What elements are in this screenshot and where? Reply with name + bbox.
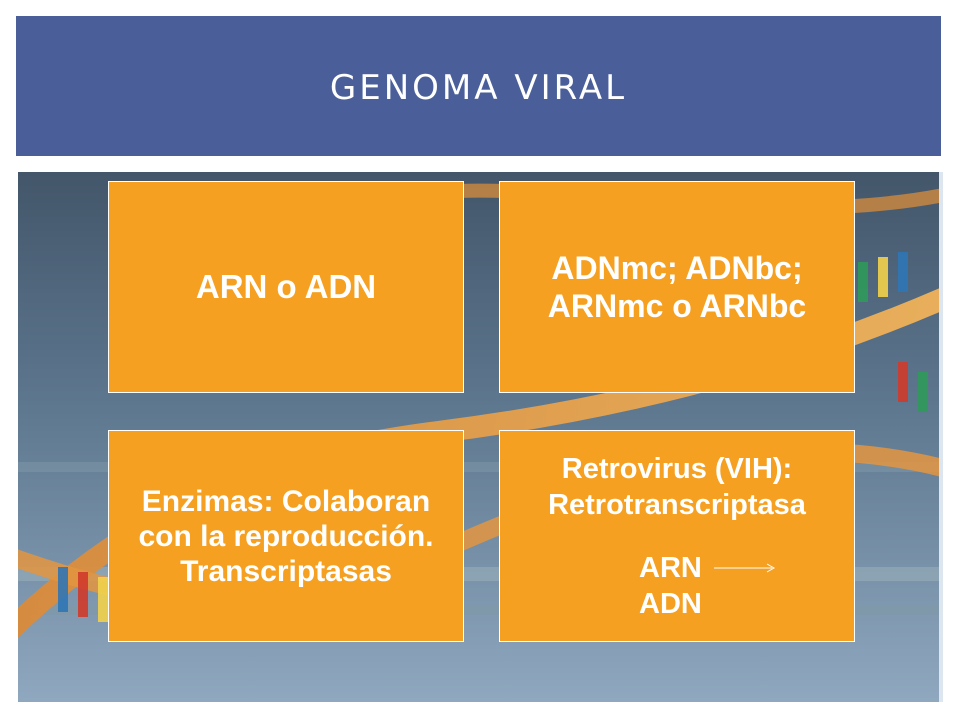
right-arrow-icon	[714, 563, 776, 573]
tile-text: Enzimas: Colaboran con la reproducción. …	[138, 484, 434, 588]
tile-text: ARN o ADN	[195, 268, 377, 305]
tile-text: Retrovirus (VIH): Retrotranscriptasa	[548, 453, 806, 521]
tile-text: ADNmc; ADNbc; ARNmc o ARNbc	[547, 250, 807, 324]
tile-enzymes: Enzimas: Colaboran con la reproducción. …	[108, 430, 464, 642]
tile-sub-text: ARN ADN	[639, 550, 702, 622]
tile-strand-types: ADNmc; ADNbc; ARNmc o ARNbc	[499, 181, 855, 393]
tile-genome-type: ARN o ADN	[108, 181, 464, 393]
title-bar: GENOMA VIRAL	[16, 16, 941, 156]
tile-retrovirus: Retrovirus (VIH): Retrotranscriptasa ARN…	[499, 430, 855, 642]
rna-label: ARN	[639, 552, 702, 584]
dna-label: ADN	[639, 588, 702, 620]
slide-title: GENOMA VIRAL	[329, 68, 628, 108]
